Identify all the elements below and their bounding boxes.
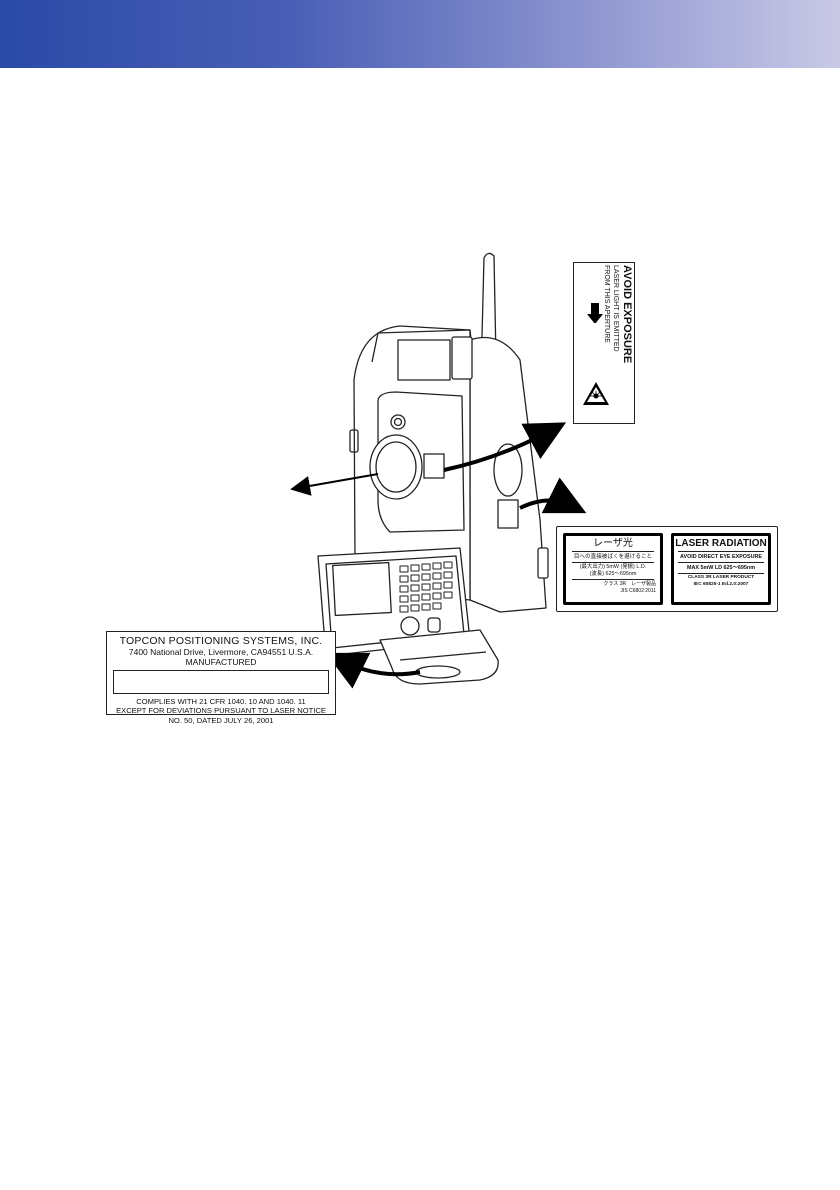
aperture-warning-label: AVOID EXPOSURE LASER LIGHT IS EMITTED FR… <box>573 262 635 424</box>
page-header-band <box>0 0 840 68</box>
jp-spec-1: (最大出力) 5mW (発振) L.D. <box>579 564 647 570</box>
japanese-laser-label: レーザ光 目への直接被ばくを避けること (最大出力) 5mW (発振) L.D.… <box>563 533 663 605</box>
jp-standard: JIS C6802:2011 <box>620 587 657 594</box>
en-class: CLASS 3R LASER PRODUCT <box>687 575 755 580</box>
company-address: 7400 National Drive, Livermore, CA94551 … <box>128 647 314 657</box>
laser-beam-arrow <box>290 473 379 496</box>
aperture-heading: AVOID EXPOSURE <box>621 265 633 364</box>
en-title: LASER RADIATION <box>675 538 767 549</box>
arrow-up-icon <box>587 303 603 323</box>
en-warning: AVOID DIRECT EYE EXPOSURE <box>680 554 762 560</box>
compliance-line-3: NO. 50, DATED JULY 26, 2001 <box>168 715 274 725</box>
arrow-to-right-labels <box>519 477 587 514</box>
english-laser-label: LASER RADIATION AVOID DIRECT EYE EXPOSUR… <box>671 533 771 605</box>
laser-hazard-icon <box>583 382 609 405</box>
compliance-line-2: EXCEPT FOR DEVIATIONS PURSUANT TO LASER … <box>116 706 326 716</box>
jp-class: クラス 3R レーザ製品 <box>603 581 656 587</box>
manufactured-text: MANUFACTURED <box>185 657 257 667</box>
aperture-line-2: FROM THIS APERTURE <box>603 265 610 343</box>
company-name: TOPCON POSITIONING SYSTEMS, INC. <box>119 635 323 647</box>
jp-spec-2: (波長) 625～695nm <box>589 571 637 577</box>
laser-class-label-panel: レーザ光 目への直接被ばくを避けること (最大出力) 5mW (発振) L.D.… <box>556 526 778 612</box>
en-spec: MAX 5mW LD 625～695nm <box>686 565 755 571</box>
objective-lens <box>369 434 423 500</box>
jp-title: レーザ光 <box>593 538 633 549</box>
aperture-line-1: LASER LIGHT IS EMITTED <box>612 265 619 352</box>
keypad <box>399 561 453 613</box>
en-standard: IEC 60825-1 Ed.2.0:2007 <box>693 581 749 587</box>
display-screen <box>332 561 392 617</box>
arrow-to-us-label <box>325 652 421 689</box>
arrow-to-aperture-label <box>443 422 567 472</box>
jp-warning: 目への直接被ばくを避けること <box>573 554 653 560</box>
manufacture-date-box <box>113 670 329 694</box>
compliance-line-1: COMPLIES WITH 21 CFR 1040. 10 AND 1040. … <box>136 697 306 706</box>
aperture-label-text: AVOID EXPOSURE LASER LIGHT IS EMITTED FR… <box>576 265 634 385</box>
manufacturer-label: TOPCON POSITIONING SYSTEMS, INC. 7400 Na… <box>106 631 336 725</box>
right-standard <box>469 336 547 613</box>
